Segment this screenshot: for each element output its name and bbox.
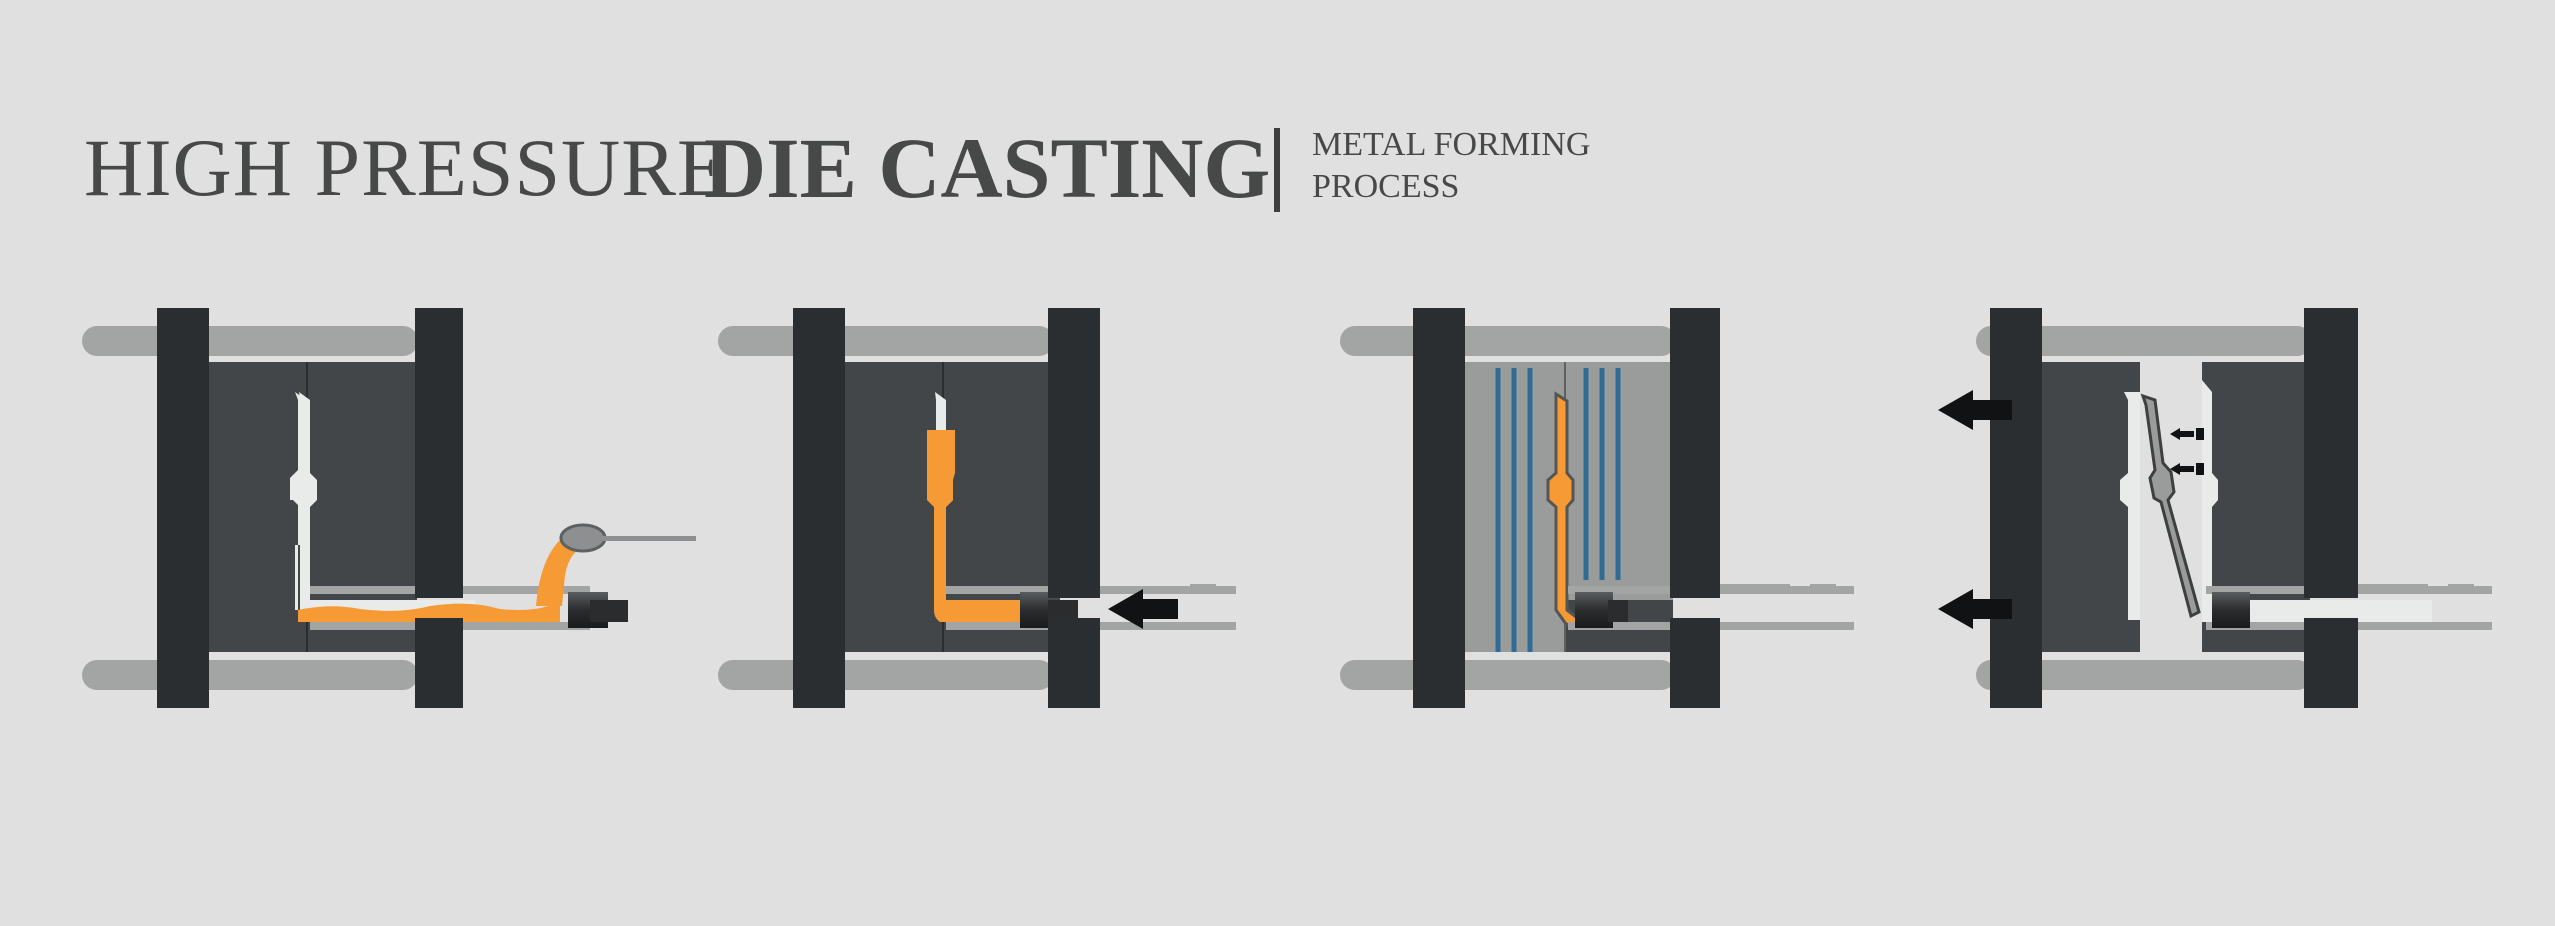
- ladle: [559, 523, 607, 553]
- subtitle-line-2: PROCESS: [1312, 168, 1460, 205]
- title-divider: [1274, 128, 1280, 212]
- platen-right: [1048, 308, 1100, 598]
- platen-right: [415, 308, 463, 598]
- platen-left: [1413, 308, 1465, 708]
- plunger: [1575, 592, 1613, 628]
- stage-ejection: [1938, 308, 2492, 708]
- platen-left: [793, 308, 845, 708]
- title-light: HIGH PRESSURE: [84, 122, 729, 213]
- open-arrow-top: [1938, 390, 2012, 430]
- subtitle-line-1: METAL FORMING: [1312, 126, 1591, 163]
- platen-right: [2304, 308, 2358, 598]
- cavity-fixed: [2120, 392, 2140, 620]
- open-arrow-bottom: [1938, 589, 2012, 629]
- tie-bar-top: [718, 326, 1054, 356]
- ejected-part: [2140, 393, 2201, 619]
- platen-left: [157, 308, 209, 708]
- pouring-stream: [536, 533, 590, 606]
- tie-bar-bottom: [82, 660, 418, 690]
- platen-right: [1670, 308, 1720, 598]
- plunger: [2212, 592, 2250, 628]
- molten-metal-shot: [298, 603, 560, 622]
- cooling-lines: [1495, 368, 1621, 652]
- title-bold: DIE CASTING: [704, 120, 1271, 216]
- molten-metal-filled: [927, 430, 1030, 622]
- stage-pouring: [82, 308, 696, 708]
- cavity-moving: [2202, 380, 2218, 620]
- stage-cooling: [1340, 308, 1854, 708]
- title-subtitle: METAL FORMING PROCESS: [1312, 124, 1590, 208]
- die-fixed: [207, 362, 307, 652]
- ejector-pins: [2170, 428, 2204, 475]
- platen-left: [1990, 308, 2042, 708]
- tie-bar-top: [82, 326, 418, 356]
- push-arrow: [1108, 589, 1178, 629]
- stage-injection: [718, 308, 1236, 708]
- tie-bar-bottom: [718, 660, 1054, 690]
